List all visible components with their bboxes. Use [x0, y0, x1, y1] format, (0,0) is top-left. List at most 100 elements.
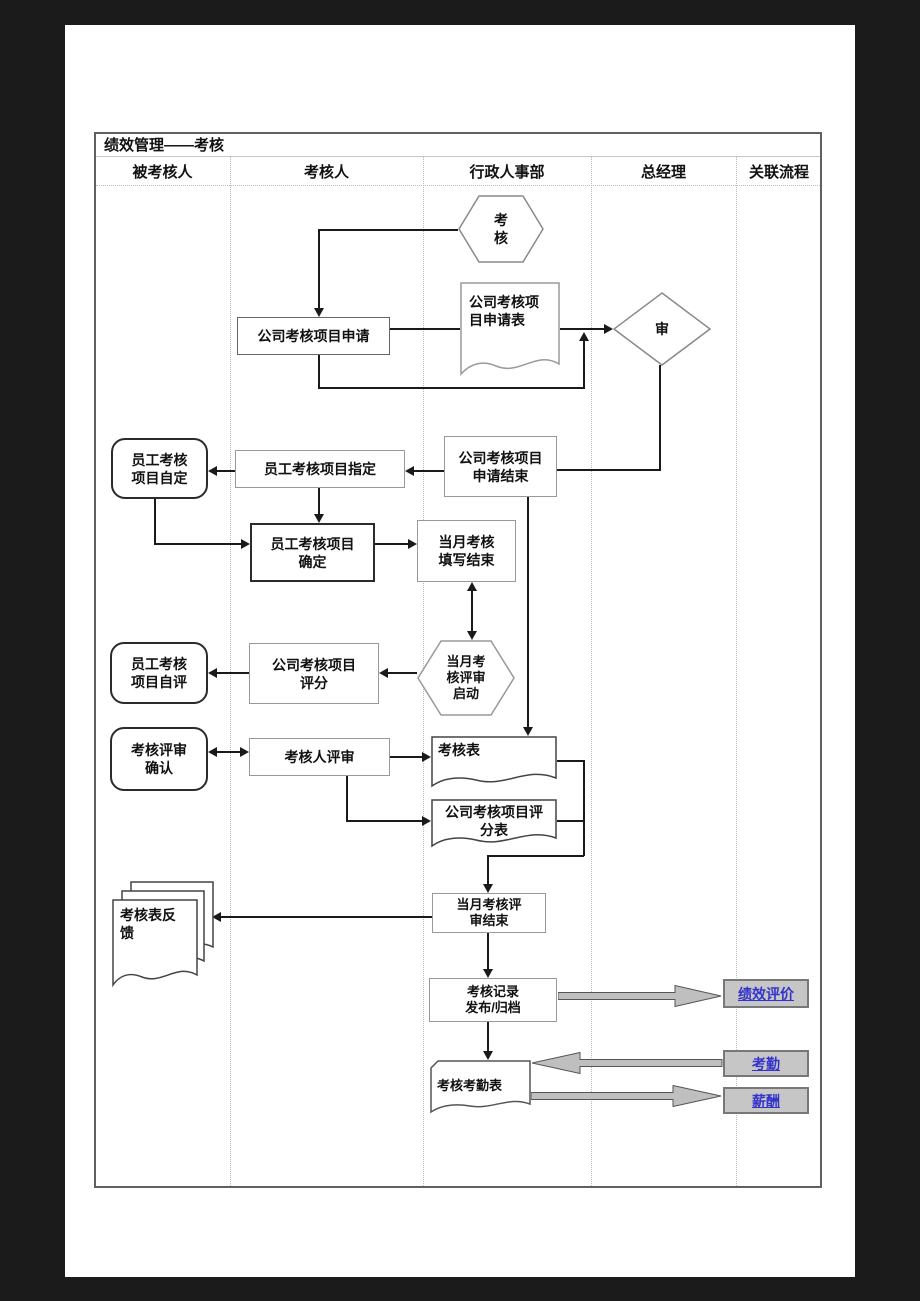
connector-arrowhead: [408, 539, 417, 549]
document-assessment-form-label: 考核表: [438, 742, 480, 758]
connector-line: [583, 341, 585, 388]
connector-arrowhead: [422, 816, 431, 826]
connector-line: [487, 855, 584, 857]
step-employee-project-confirm: 员工考核项目 确定: [250, 523, 375, 582]
connector-line: [346, 820, 422, 822]
document-attendance-form: [430, 1060, 531, 1114]
step-company-project-apply: 公司考核项目申请: [237, 317, 390, 355]
step-monthly-review-end: 当月考核评 审结束: [432, 893, 546, 933]
column-header-hr-admin: 行政人事部: [469, 163, 545, 181]
step-label: 考核评审 确认: [131, 742, 187, 776]
step-label: 公司考核项目 申请结束: [458, 449, 543, 484]
step-company-project-score: 公司考核项目 评分: [249, 643, 379, 704]
connector-arrowhead: [212, 912, 221, 922]
step-apply-end: 公司考核项目 申请结束: [444, 436, 557, 497]
connector-line: [375, 543, 408, 545]
connector-line: [557, 820, 585, 822]
connector-arrowhead: [314, 308, 324, 317]
connector-line: [320, 229, 458, 231]
step-label: 员工考核项目指定: [264, 461, 376, 477]
connector-line: [154, 543, 241, 545]
step-employee-project-assign: 员工考核项目指定: [235, 450, 405, 488]
block-arrow-to-performance: [558, 984, 722, 1008]
connector-arrowhead: [379, 668, 388, 678]
document-assessment-form: [431, 736, 557, 788]
step-employee-self-set: 员工考核 项目自定: [111, 438, 208, 499]
step-record-publish-archive: 考核记录 发布/归档: [429, 978, 557, 1022]
document-score-form: [431, 799, 557, 848]
connector-line: [560, 328, 604, 330]
column-header-assessor: 考核人: [303, 163, 349, 181]
connector-arrowhead: [467, 631, 477, 640]
step-label: 员工考核项目 确定: [270, 535, 355, 570]
step-review-confirm: 考核评审 确认: [110, 727, 208, 791]
flowchart-table-frame: [94, 132, 822, 1188]
connector-line: [583, 760, 585, 856]
step-label: 当月考核评 审结束: [456, 897, 522, 928]
connector-arrowhead: [208, 466, 217, 476]
connector-line: [346, 776, 348, 821]
column-header-related-process: 关联流程: [748, 163, 809, 181]
table-title: 绩效管理——考核: [96, 134, 820, 157]
document-feedback-label: 考核表反 馈: [120, 907, 176, 941]
document-attendance-form-label: 考核考勤表: [437, 1078, 503, 1093]
lane-divider-4: [736, 157, 737, 1186]
connector-line: [388, 672, 417, 674]
document-score-form-label: 公司考核项目评 分表: [445, 804, 543, 838]
connector-line: [487, 855, 489, 884]
connector-line: [487, 1022, 489, 1051]
connector-line: [318, 488, 320, 514]
link-attendance-process[interactable]: 考勤: [723, 1050, 809, 1077]
connector-line: [217, 470, 235, 472]
document-feedback-front: [112, 899, 198, 988]
document-apply-form-label: 公司考核项 目申请表: [469, 294, 539, 328]
connector-arrowhead: [422, 752, 431, 762]
block-arrow-to-salary: [531, 1084, 722, 1108]
column-header-general-manager: 总经理: [640, 163, 686, 181]
connector-line: [217, 751, 240, 753]
header-separator: [96, 185, 820, 186]
connector-arrowhead: [483, 969, 493, 978]
connector-line: [221, 916, 432, 918]
step-monthly-fill-end: 当月考核 填写结束: [417, 520, 516, 582]
connector-arrowhead: [208, 747, 217, 757]
link-performance-evaluation-label: 绩效评价: [738, 985, 794, 1002]
hexagon-assess: [458, 195, 544, 263]
step-label: 当月考核 填写结束: [438, 534, 495, 568]
step-employee-self-eval: 员工考核 项目自评: [110, 642, 208, 704]
connector-line: [318, 355, 320, 389]
connector-arrowhead: [523, 727, 533, 736]
connector-line: [390, 756, 422, 758]
connector-line: [318, 387, 585, 389]
connector-line: [557, 469, 661, 471]
connector-arrowhead: [579, 332, 589, 341]
step-label: 员工考核 项目自评: [131, 656, 187, 690]
step-label: 考核记录 发布/归档: [465, 984, 521, 1015]
connector-line: [217, 672, 249, 674]
connector-arrowhead: [208, 668, 217, 678]
lane-divider-1: [230, 157, 231, 1186]
connector-line: [414, 470, 444, 472]
step-assessor-review: 考核人评审: [249, 738, 390, 776]
document-apply-form: [460, 282, 560, 376]
hexagon-monthly-review-start: [417, 640, 515, 716]
connector-arrowhead: [241, 539, 250, 549]
connector-arrowhead: [467, 582, 477, 591]
connector-line: [487, 933, 489, 969]
connector-arrowhead: [314, 514, 324, 523]
step-label: 考核人评审: [284, 749, 355, 765]
connector-arrowhead: [483, 884, 493, 893]
link-performance-evaluation[interactable]: 绩效评价: [723, 979, 809, 1008]
column-header-assessee: 被考核人: [132, 163, 193, 181]
connector-arrowhead: [240, 747, 249, 757]
connector-line: [154, 499, 156, 545]
step-label: 公司考核项目申请: [257, 328, 370, 344]
step-label: 员工考核 项目自定: [131, 451, 188, 486]
link-salary-process[interactable]: 薪酬: [723, 1087, 809, 1114]
lane-divider-3: [591, 157, 592, 1186]
connector-arrowhead: [604, 324, 613, 334]
block-arrow-from-attendance: [532, 1051, 723, 1075]
step-label: 公司考核项目 评分: [272, 656, 356, 691]
link-salary-process-label: 薪酬: [752, 1092, 780, 1109]
